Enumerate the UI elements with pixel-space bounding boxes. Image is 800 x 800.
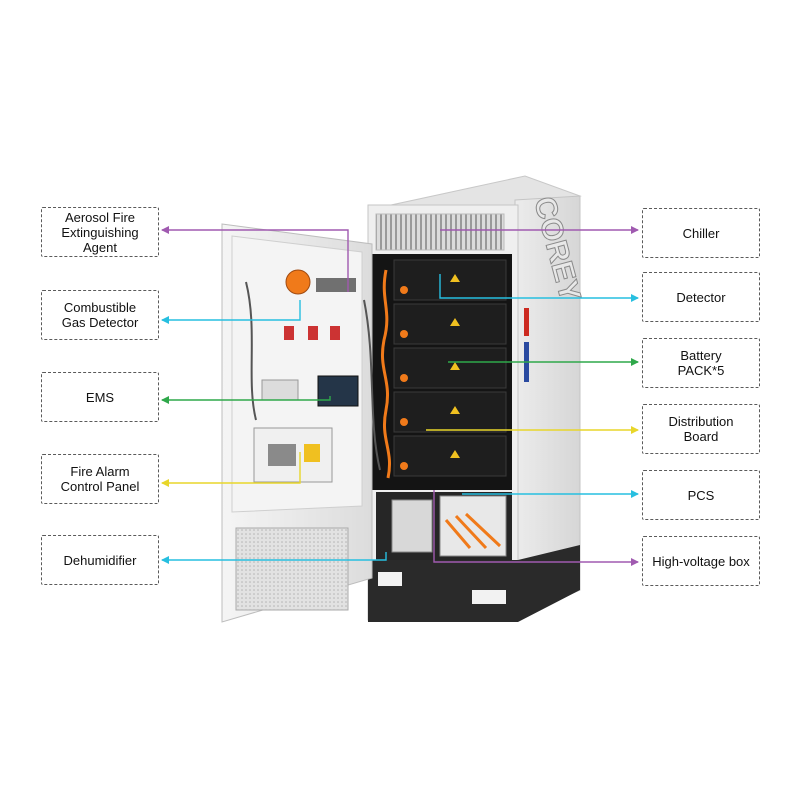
cabinet-door (221, 223, 381, 623)
callout-combustible-gas-detector: Combustible Gas Detector (41, 290, 159, 340)
line-hv-box (433, 490, 639, 566)
line-dehumidifier (161, 552, 387, 564)
line-ems (161, 396, 331, 404)
callout-ems: EMS (41, 372, 159, 422)
callout-battery-pack: Battery PACK*5 (642, 338, 760, 388)
callout-aerosol-fire-extinguishing-agent: Aerosol Fire Extinguishing Agent (41, 207, 159, 257)
callout-distribution-board: Distribution Board (642, 404, 760, 454)
callout-fire-alarm-control-panel: Fire Alarm Control Panel (41, 454, 159, 504)
callout-detector: Detector (642, 272, 760, 322)
line-aerosol (161, 226, 349, 292)
connector-lines (161, 226, 639, 566)
callout-high-voltage-box: High-voltage box (642, 536, 760, 586)
battery-packs (393, 259, 507, 477)
callout-dehumidifier: Dehumidifier (41, 535, 159, 585)
callout-chiller: Chiller (642, 208, 760, 258)
callout-pcs: PCS (642, 470, 760, 520)
cabinet-interior (372, 254, 512, 560)
line-detector (439, 274, 639, 302)
line-gas-detector (161, 300, 301, 324)
line-fire-alarm (161, 452, 301, 487)
